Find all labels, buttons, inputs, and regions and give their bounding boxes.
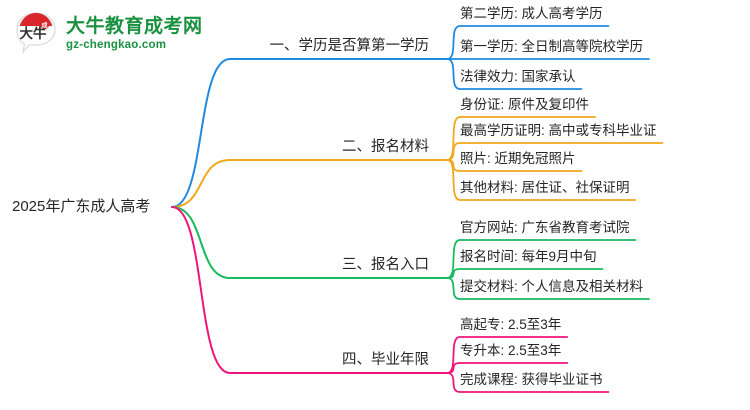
mindmap-branch-node[interactable]: 四、毕业年限	[342, 352, 429, 368]
logo-text-block: 大牛教育成考网 gz-chengkao.com	[66, 17, 203, 52]
mindmap-leaf-node[interactable]: 第二学历: 成人高考学历	[460, 6, 603, 21]
mindmap-leaf-node[interactable]: 照片: 近期免冠照片	[460, 151, 576, 166]
mindmap-root-node[interactable]: 2025年广东成人高考	[12, 198, 151, 215]
mindmap-leaf-node[interactable]: 最高学历证明: 高中或专科毕业证	[460, 123, 657, 138]
connector-line	[171, 206, 448, 374]
connector-line	[446, 268, 604, 279]
mindmap-leaf-node[interactable]: 专升本: 2.5至3年	[460, 343, 562, 358]
connector-line	[171, 58, 448, 208]
mindmap-branch-node[interactable]: 一、学历是否算第一学历	[269, 38, 430, 54]
logo-mark-text: 大牛	[20, 25, 47, 41]
mindmap-branch-node[interactable]: 三、报名入口	[342, 257, 429, 273]
logo-mark-icon: 成 大牛	[14, 11, 60, 57]
mindmap-leaf-node[interactable]: 官方网站: 广东省教育考试院	[460, 220, 630, 235]
mindmap-leaf-node[interactable]: 第一学历: 全日制高等院校学历	[460, 39, 644, 54]
mindmap-leaf-node[interactable]: 提交材料: 个人信息及相关材料	[460, 279, 644, 294]
mindmap-leaf-node[interactable]: 身份证: 原件及复印件	[460, 97, 590, 112]
mindmap-leaf-node[interactable]: 完成课程: 获得毕业证书	[460, 372, 603, 387]
connector-line	[171, 159, 448, 208]
mindmap-leaf-node[interactable]: 法律效力: 国家承认	[460, 69, 576, 84]
logo-title: 大牛教育成考网	[66, 15, 203, 37]
mindmap-leaf-node[interactable]: 高起专: 2.5至3年	[460, 317, 562, 332]
svg-text:成: 成	[41, 21, 47, 29]
logo-speech-bubble-icon: 成 大牛	[16, 12, 56, 55]
mindmap-leaf-node[interactable]: 报名时间: 每年9月中旬	[460, 249, 597, 264]
mindmap-branch-node[interactable]: 二、报名材料	[342, 139, 429, 155]
mindmap-leaf-node[interactable]: 其他材料: 居住证、社保证明	[460, 180, 630, 195]
site-logo: 成 大牛 大牛教育成考网 gz-chengkao.com	[14, 8, 204, 60]
logo-subtitle: gz-chengkao.com	[66, 38, 167, 51]
